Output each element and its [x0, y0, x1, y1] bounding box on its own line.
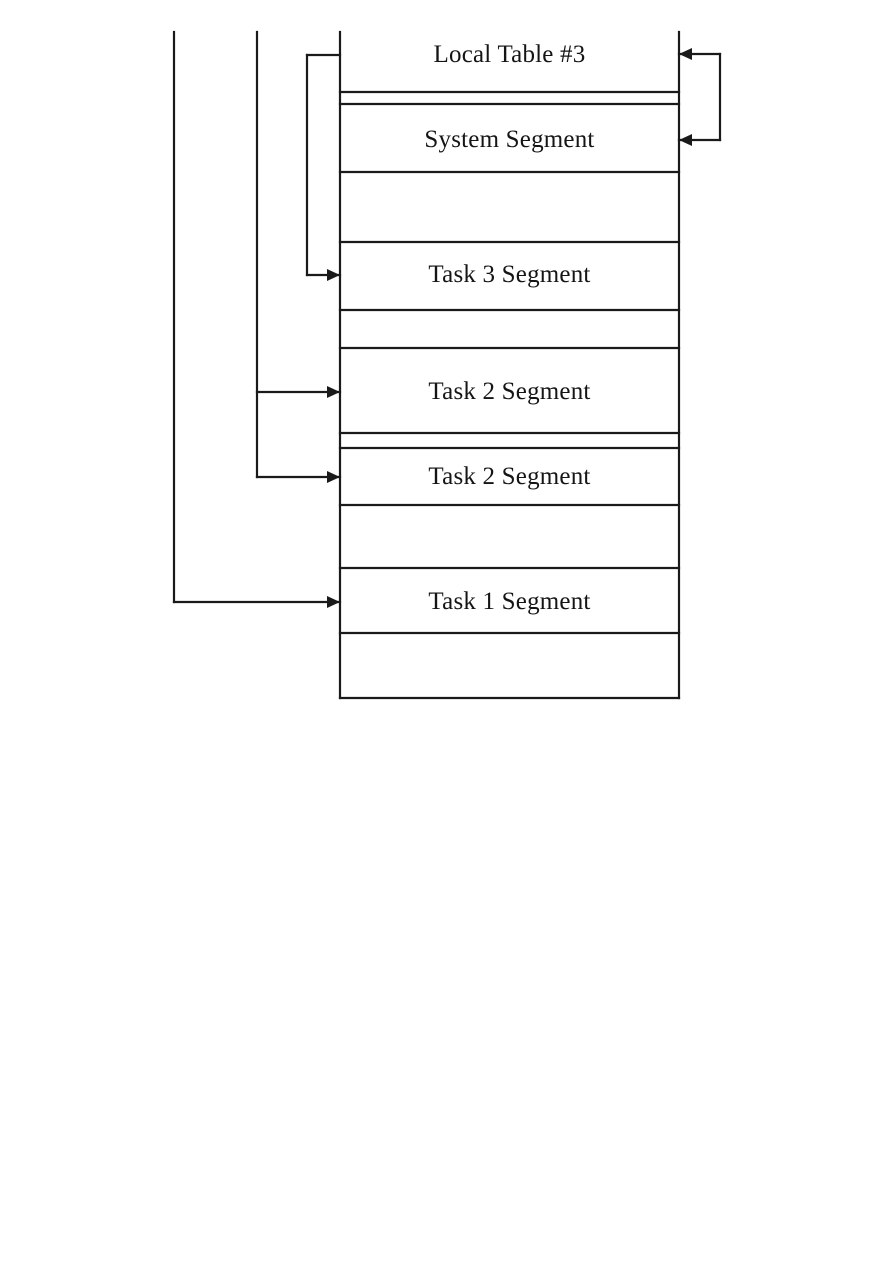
segment-label-task-3-segment: Task 3 Segment: [428, 261, 591, 288]
connector-task-2-arrowhead-0: [327, 386, 340, 398]
segment-label-task-1-segment: Task 1 Segment: [428, 588, 591, 615]
diagram-vector-layer: [172, 30, 722, 700]
connector-system-arrowhead-1: [679, 134, 692, 146]
segment-label-task-2-segment-a: Task 2 Segment: [428, 378, 591, 405]
connector-task-1-arrowhead-0: [327, 596, 340, 608]
segment-label-local-table-3: Local Table #3: [433, 41, 586, 68]
connector-task-3-arrowhead-0: [327, 269, 340, 281]
connector-task-2-arrowhead-1: [327, 471, 340, 483]
segment-label-task-2-segment-b: Task 2 Segment: [428, 463, 591, 490]
segment-label-system-segment: System Segment: [424, 126, 595, 153]
connector-system-arrowhead-0: [679, 48, 692, 60]
